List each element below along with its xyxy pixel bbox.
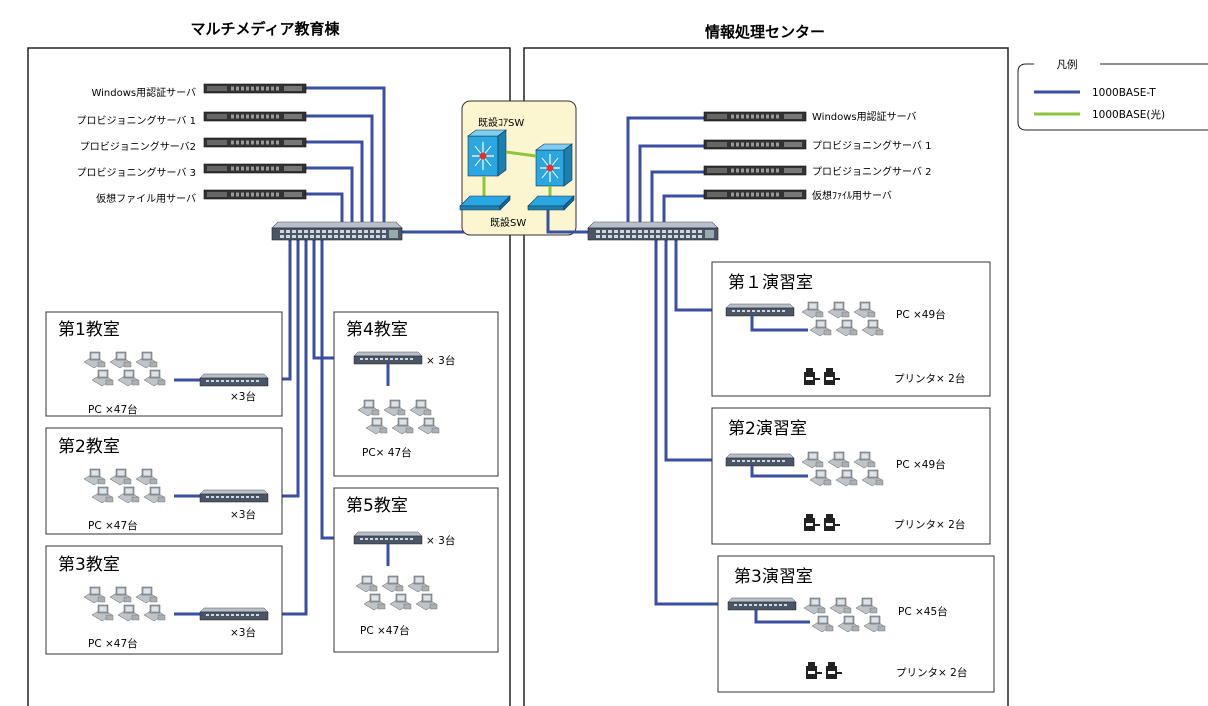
existing-switch-2 bbox=[527, 195, 575, 211]
left-server-rack-3 bbox=[203, 137, 307, 148]
lab-3-pc-count: PC ×45台 bbox=[898, 605, 948, 618]
link-core-to-right bbox=[546, 210, 588, 234]
core-switch-1 bbox=[467, 129, 507, 177]
right-server-links bbox=[626, 116, 704, 222]
lab-2-name: 第2演習室 bbox=[728, 419, 807, 439]
lab-1: 第１演習室 PC ×49台 プリンタ× 2台 bbox=[711, 261, 991, 397]
right-server-rack-2 bbox=[703, 139, 807, 150]
building-frame-info-center bbox=[523, 47, 1009, 706]
classroom-3: 第3教室 PC ×47台 ×3台 bbox=[45, 545, 283, 655]
left-server-links bbox=[306, 86, 386, 222]
lab-1-printer-count: プリンタ× 2台 bbox=[894, 372, 965, 385]
right-server-rack-3 bbox=[703, 165, 807, 176]
lab-1-name: 第１演習室 bbox=[728, 273, 813, 293]
legend-label-fiber: 1000BASE(光) bbox=[1092, 108, 1165, 121]
left-server-label-5: 仮想ファイル用サーバ bbox=[96, 192, 196, 205]
left-server-rack-5 bbox=[203, 189, 307, 200]
legend-title: 凡例 bbox=[1057, 58, 1078, 71]
classroom-3-switch-count: ×3台 bbox=[230, 626, 256, 639]
core-switch-2 bbox=[535, 143, 573, 187]
right-room-links bbox=[654, 240, 728, 606]
right-main-switch bbox=[587, 221, 719, 241]
left-server-rack-1 bbox=[203, 83, 307, 94]
right-server-label-3: プロビジョニングサーバ 2 bbox=[812, 165, 931, 178]
left-main-switch bbox=[271, 221, 403, 241]
lab-3: 第3演習室 PC ×45台 プリンタ× 2台 bbox=[717, 555, 995, 693]
classroom-3-pc-count: PC ×47台 bbox=[88, 637, 138, 650]
lab-2-printer-count: プリンタ× 2台 bbox=[894, 518, 965, 531]
lab-2-pc-count: PC ×49台 bbox=[896, 458, 946, 471]
classroom-5-pc-count: PC ×47台 bbox=[360, 624, 410, 637]
classroom-5-switch-count: × 3台 bbox=[426, 534, 455, 547]
right-server-label-2: プロビジョニングサーバ 1 bbox=[812, 139, 931, 152]
left-server-label-1: Windows用認証サーバ bbox=[91, 86, 196, 99]
existing-switch-1 bbox=[459, 195, 511, 211]
legend-label-copper: 1000BASE-T bbox=[1092, 87, 1156, 99]
core-switch-group: 既設ｺｱSW bbox=[459, 100, 577, 236]
left-server-label-3: プロビジョニングサーバ2 bbox=[80, 140, 196, 153]
existing-switch-label: 既設SW bbox=[490, 216, 526, 229]
left-server-label-2: プロビジョニングサーバ 1 bbox=[77, 114, 196, 127]
left-server-rack-4 bbox=[203, 163, 307, 174]
legend: 凡例 1000BASE-T 1000BASE(光) bbox=[1017, 58, 1208, 131]
classroom-2-switch-count: ×3台 bbox=[230, 508, 256, 521]
classroom-1-name: 第1教室 bbox=[58, 320, 120, 340]
lab-1-pc-count: PC ×49台 bbox=[896, 308, 946, 321]
classroom-2-pc-count: PC ×47台 bbox=[88, 519, 138, 532]
classroom-1-switch-count: ×3台 bbox=[230, 390, 256, 403]
classroom-5: 第5教室 × 3台 PC ×47台 bbox=[333, 487, 499, 653]
classroom-4-name: 第4教室 bbox=[346, 320, 408, 340]
right-server-rack-4 bbox=[703, 189, 807, 200]
building-frame-multimedia bbox=[27, 47, 511, 706]
lab-3-name: 第3演習室 bbox=[734, 567, 813, 587]
classroom-2-name: 第2教室 bbox=[58, 437, 120, 457]
classroom-2: 第2教室 PC ×47台 ×3台 bbox=[45, 427, 283, 535]
classroom-1: 第1教室 PC ×47台 ×3台 bbox=[45, 311, 283, 417]
right-server-rack-1 bbox=[703, 111, 807, 122]
classroom-1-pc-count: PC ×47台 bbox=[88, 403, 138, 416]
building-title-multimedia: マルチメディア教育棟 bbox=[191, 20, 341, 38]
building-title-info-center: 情報処理センター bbox=[705, 23, 825, 41]
core-switch-label: 既設ｺｱSW bbox=[478, 116, 524, 129]
lab-2: 第2演習室 PC ×49台 プリンタ× 2台 bbox=[711, 407, 991, 545]
left-server-rack-2 bbox=[203, 111, 307, 122]
classroom-5-name: 第5教室 bbox=[346, 496, 408, 516]
classroom-3-name: 第3教室 bbox=[58, 555, 120, 575]
classroom-4-pc-count: PC× 47台 bbox=[362, 446, 412, 459]
left-server-label-4: プロビジョニングサーバ 3 bbox=[77, 166, 196, 179]
right-server-label-4: 仮想ﾌｧｲﾙ用サーバ bbox=[812, 189, 892, 202]
fiber-core-link bbox=[505, 150, 537, 158]
right-server-label-1: Windows用認証サーバ bbox=[812, 110, 917, 123]
classroom-4: 第4教室 × 3台 PC× 47台 bbox=[333, 311, 499, 477]
lab-3-printer-count: プリンタ× 2台 bbox=[896, 666, 967, 679]
classroom-4-switch-count: × 3台 bbox=[426, 354, 455, 367]
